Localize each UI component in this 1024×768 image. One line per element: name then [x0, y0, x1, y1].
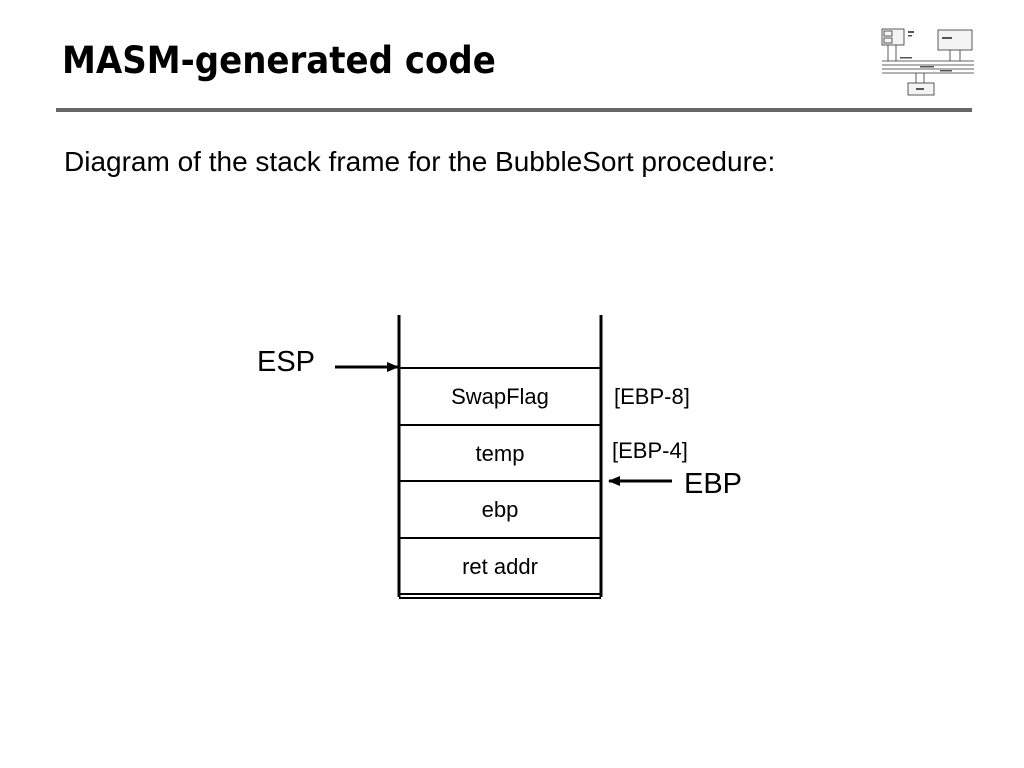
offset-label-temp: [EBP-4] [612, 438, 688, 463]
stack-cell-swapflag: SwapFlag [451, 384, 549, 409]
stack-cell-ret-addr: ret addr [462, 554, 538, 579]
stack-cell-temp: temp [475, 441, 525, 466]
computer-architecture-logo-icon [881, 28, 974, 96]
slide-subtitle: Diagram of the stack frame for the Bubbl… [64, 146, 776, 177]
title-divider [56, 108, 972, 112]
ebp-label: EBP [684, 468, 743, 500]
slide-title: MASM-generated code [62, 39, 496, 82]
esp-label: ESP [257, 346, 316, 378]
stack-cell-ebp: ebp [481, 497, 519, 522]
offset-label-swapflag: [EBP-8] [614, 384, 690, 409]
